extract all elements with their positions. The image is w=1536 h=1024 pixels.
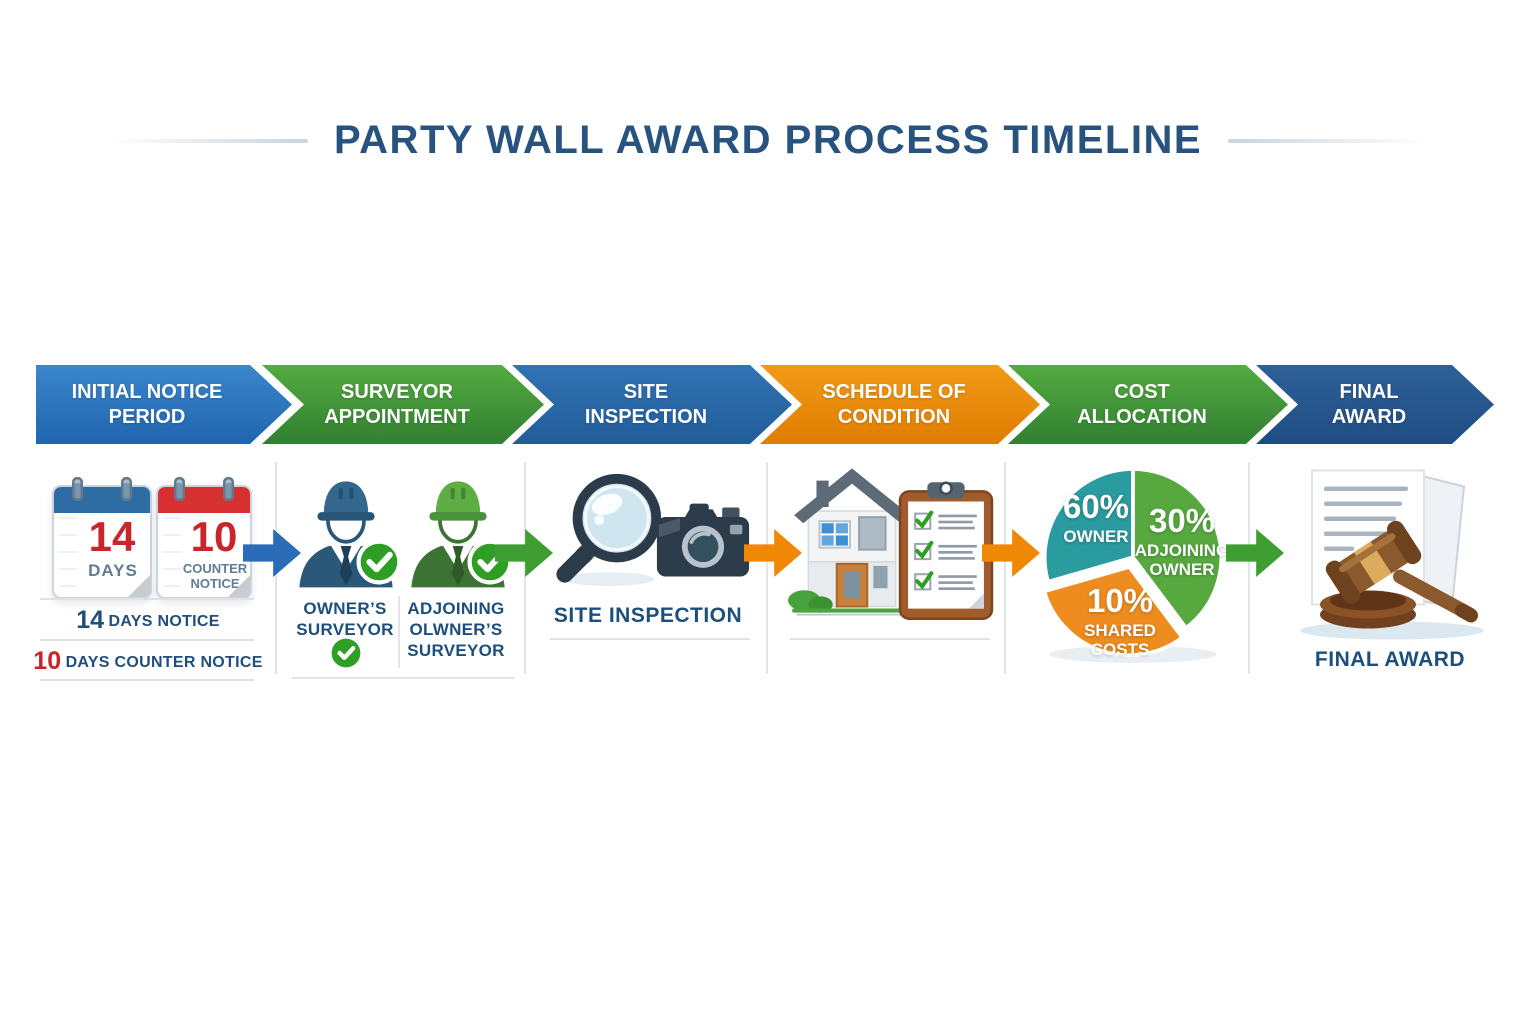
- cost-allocation-pie-chart: 60% OWNER 30% ADJOINING OWNER 10% SHARED…: [1038, 462, 1230, 667]
- stage-banner-cost-allocation: COST ALLOCATION: [1008, 365, 1288, 444]
- schedule-clipboard-icon: [898, 478, 994, 624]
- label-divider: [398, 596, 400, 668]
- stage-banner-final-award: FINAL AWARD: [1256, 365, 1494, 444]
- owners-surveyor-label: OWNER’S SURVEYOR: [296, 599, 394, 639]
- stage-banner-surveyor-appointment: SURVEYOR APPOINTMENT: [262, 365, 544, 444]
- calendar-14-days-icon: 14 DAYS: [52, 477, 152, 599]
- final-award-label: FINAL AWARD: [1314, 648, 1466, 671]
- pie-slice-shared-costs: [1042, 564, 1185, 658]
- column-divider: [766, 462, 768, 674]
- pie-label-owner: 60% OWNER: [1062, 488, 1130, 547]
- stage-banner-site-inspection: SITE INSPECTION: [512, 365, 792, 444]
- stage-banner-schedule-of-condition: SCHEDULE OF CONDITION: [760, 365, 1040, 444]
- adjoining-owners-surveyor-label: ADJOINING OLWNER’S SURVEYOR: [407, 599, 505, 660]
- site-inspection-label: SITE INSPECTION: [553, 604, 743, 627]
- pie-label-adjoining-owner: 30% ADJOINING OWNER: [1134, 502, 1230, 580]
- gavel-document-icon: [1292, 465, 1492, 643]
- column-divider: [1248, 462, 1250, 674]
- row-divider: [40, 639, 254, 641]
- row-divider: [292, 677, 514, 679]
- house-icon: [786, 462, 918, 617]
- magnifying-glass-icon: [552, 468, 670, 588]
- pie-slice-owner: [1042, 467, 1135, 584]
- stage-banner-initial-notice: INITIAL NOTICE PERIOD: [36, 365, 292, 444]
- camera-icon: [655, 500, 751, 584]
- row-divider: [790, 638, 990, 640]
- arrow-right-icon: [1226, 529, 1284, 577]
- pie-slice-adjoining-owner: [1131, 467, 1224, 630]
- row-divider: [550, 638, 750, 640]
- check-badge-icon: [330, 637, 362, 669]
- row-divider: [40, 598, 254, 600]
- title-row: PARTY WALL AWARD PROCESS TIMELINE: [0, 118, 1536, 163]
- notice-row-14-days: 14 DAYS NOTICE: [76, 606, 220, 634]
- column-divider: [1004, 462, 1006, 674]
- row-divider: [40, 679, 254, 681]
- page-title: PARTY WALL AWARD PROCESS TIMELINE: [333, 118, 1203, 162]
- notice-row-10-days: 10 DAYS COUNTER NOTICE: [33, 647, 263, 675]
- title-left-line: [107, 138, 308, 143]
- column-divider: [524, 462, 526, 674]
- calendar-10-counter-notice-icon: 10 COUNTER NOTICE: [156, 477, 252, 599]
- pie-label-shared-costs: 10% SHARED COSTS: [1084, 582, 1156, 660]
- check-badge-icon: [355, 538, 403, 586]
- title-right-line: [1228, 138, 1429, 143]
